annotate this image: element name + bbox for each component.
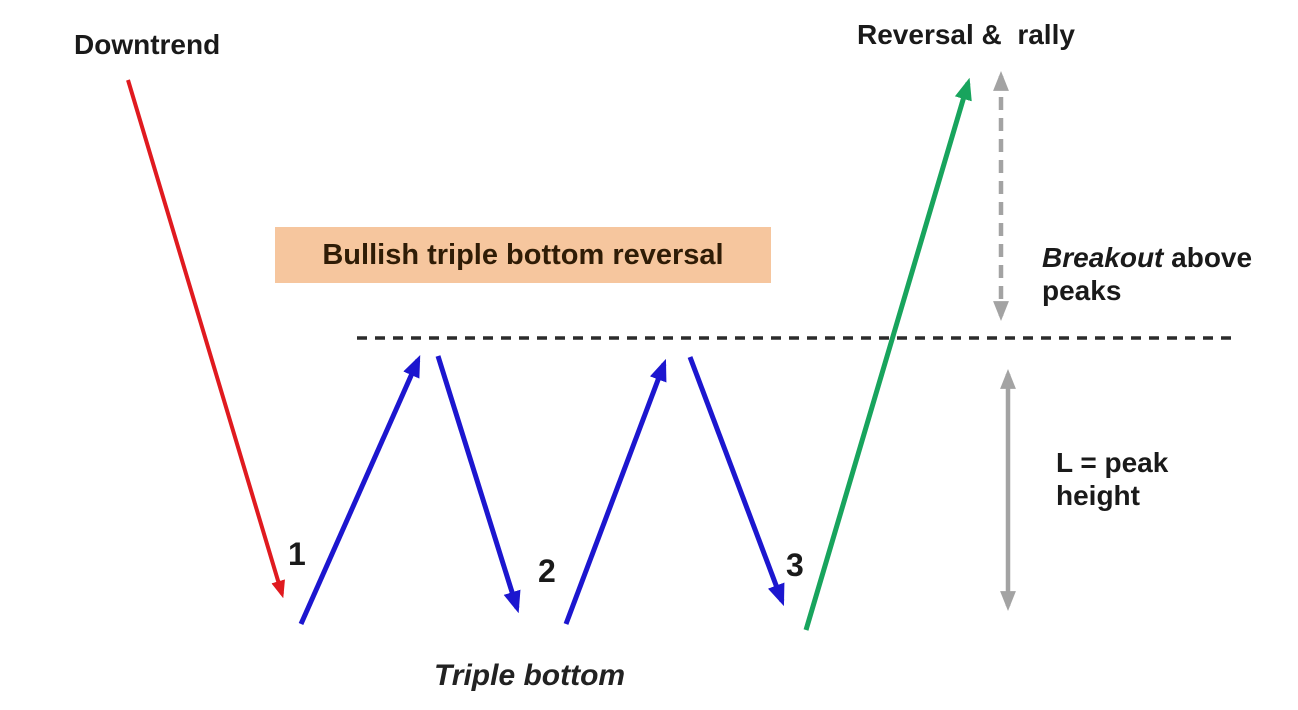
bottom-3-number: 3 — [786, 547, 804, 583]
reversal-rally-label: Reversal & rally — [857, 19, 1075, 50]
pattern-title-text: Bullish triple bottom reversal — [322, 238, 724, 271]
rally-up-2-arrow — [563, 358, 667, 625]
downtrend-label: Downtrend — [74, 29, 221, 60]
peak-height-line1: L = peak — [1056, 447, 1169, 478]
breakout-rally-arrow — [803, 77, 972, 631]
breakout-word: Breakout — [1042, 242, 1164, 273]
pattern-title-box: Bullish triple bottom reversal — [275, 227, 771, 283]
peak-height-label: L = peak height — [1056, 446, 1168, 512]
decline-1-arrow — [435, 355, 521, 614]
breakout-peaks-word: peaks — [1042, 275, 1122, 307]
breakout-above-peaks-label: Breakout above peaks — [1042, 241, 1252, 307]
decline-2-arrow — [687, 356, 785, 607]
bottom-2-number: 2 — [538, 553, 556, 589]
rally-up-1-arrow — [298, 354, 421, 626]
breakout-above-word: above — [1171, 242, 1253, 273]
triple-bottom-label: Triple bottom — [434, 659, 626, 692]
bottom-1-number: 1 — [288, 536, 306, 572]
downtrend-arrow — [126, 79, 285, 599]
peak-height-line2: height — [1056, 480, 1140, 512]
